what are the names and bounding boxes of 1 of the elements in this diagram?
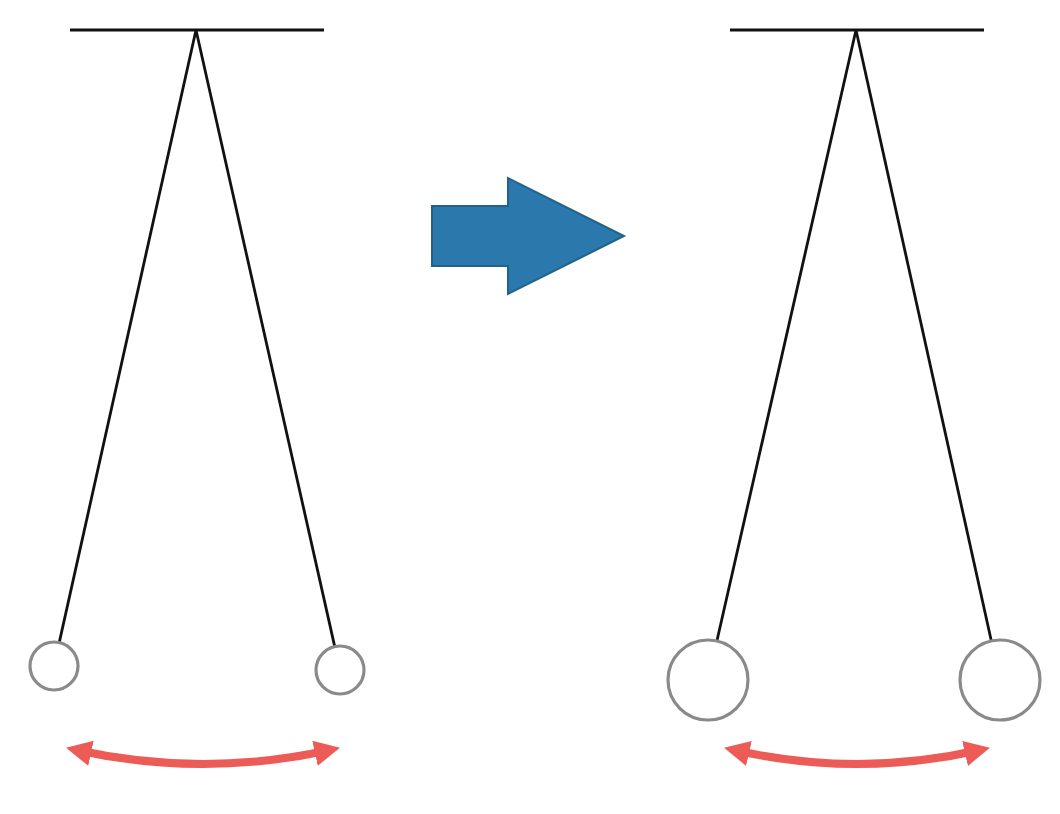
arrow (431, 176, 627, 296)
